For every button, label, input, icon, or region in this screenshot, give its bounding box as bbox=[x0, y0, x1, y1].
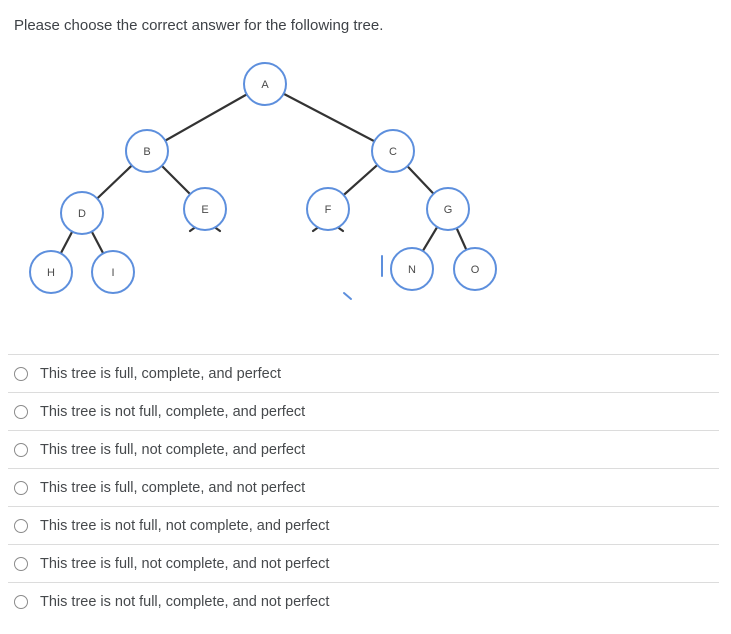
tree-node-label-C: C bbox=[389, 146, 397, 158]
tree-diagram: A B C D E F G H I N O bbox=[29, 62, 497, 300]
tree-node-label-I: I bbox=[111, 267, 114, 279]
option-label-3: This tree is full, not complete, and per… bbox=[40, 441, 306, 458]
answer-options-list: This tree is full, complete, and perfect… bbox=[0, 354, 731, 620]
tree-node-label-G: G bbox=[444, 204, 453, 216]
tree-node-label-D: D bbox=[78, 208, 86, 220]
tree-node-G: G bbox=[426, 187, 470, 231]
answer-option-row-7[interactable]: This tree is not full, complete, and not… bbox=[8, 582, 719, 620]
option-label-4: This tree is full, complete, and not per… bbox=[40, 479, 306, 496]
tree-node-circle-D bbox=[60, 191, 104, 235]
radio-option-4[interactable] bbox=[14, 480, 28, 495]
tree-node-C: C bbox=[371, 129, 415, 173]
option-label-1: This tree is full, complete, and perfect bbox=[40, 365, 281, 382]
answer-option-row-1[interactable]: This tree is full, complete, and perfect bbox=[8, 354, 719, 392]
tree-node-N: N bbox=[390, 247, 434, 291]
tree-node-label-B: B bbox=[143, 146, 150, 158]
tree-node-E: E bbox=[183, 187, 227, 231]
option-label-2: This tree is not full, complete, and per… bbox=[40, 403, 306, 420]
radio-option-6[interactable] bbox=[14, 556, 28, 571]
option-label-6: This tree is full, not complete, and not… bbox=[40, 555, 330, 572]
answer-option-row-3[interactable]: This tree is full, not complete, and per… bbox=[8, 430, 719, 468]
tree-node-circle-N bbox=[390, 247, 434, 291]
tree-node-D: D bbox=[60, 191, 104, 235]
answer-option-row-5[interactable]: This tree is not full, not complete, and… bbox=[8, 506, 719, 544]
tree-node-H: H bbox=[29, 250, 73, 294]
radio-option-3[interactable] bbox=[14, 442, 28, 457]
question-title: Please choose the correct answer for the… bbox=[14, 17, 384, 34]
tree-node-circle-I bbox=[91, 250, 135, 294]
tree-node-label-N: N bbox=[408, 264, 416, 276]
tree-node-I: I bbox=[91, 250, 135, 294]
tree-edge-A-C bbox=[263, 82, 395, 153]
radio-option-2[interactable] bbox=[14, 404, 28, 419]
tree-node-label-A: A bbox=[261, 79, 269, 91]
tree-node-label-H: H bbox=[47, 267, 55, 279]
tree-node-label-O: O bbox=[471, 264, 480, 276]
tree-node-circle-H bbox=[29, 250, 73, 294]
tree-node-A: A bbox=[243, 62, 287, 106]
tree-node-circle-F bbox=[306, 187, 350, 231]
tree-node-label-F: F bbox=[325, 204, 332, 216]
radio-option-1[interactable] bbox=[14, 366, 28, 381]
radio-option-5[interactable] bbox=[14, 518, 28, 533]
tree-svg: A B C D E F G H I N O bbox=[29, 62, 497, 300]
answer-option-row-2[interactable]: This tree is not full, complete, and per… bbox=[8, 392, 719, 430]
tree-node-label-E: E bbox=[201, 204, 208, 216]
answer-option-row-4[interactable]: This tree is full, complete, and not per… bbox=[8, 468, 719, 506]
tree-node-circle-C bbox=[371, 129, 415, 173]
tree-node-B: B bbox=[125, 129, 169, 173]
erased-circle-fragment-1 bbox=[343, 292, 352, 300]
tree-node-circle-G bbox=[426, 187, 470, 231]
tree-node-F: F bbox=[306, 187, 350, 231]
tree-node-circle-A bbox=[243, 62, 287, 106]
option-label-5: This tree is not full, not complete, and… bbox=[40, 517, 330, 534]
tree-node-circle-O bbox=[453, 247, 497, 291]
tree-edge-A-B bbox=[145, 82, 267, 153]
radio-option-7[interactable] bbox=[14, 594, 28, 609]
answer-option-row-6[interactable]: This tree is full, not complete, and not… bbox=[8, 544, 719, 582]
tree-node-circle-B bbox=[125, 129, 169, 173]
option-label-7: This tree is not full, complete, and not… bbox=[40, 593, 330, 610]
tree-node-circle-E bbox=[183, 187, 227, 231]
tree-node-O: O bbox=[453, 247, 497, 291]
